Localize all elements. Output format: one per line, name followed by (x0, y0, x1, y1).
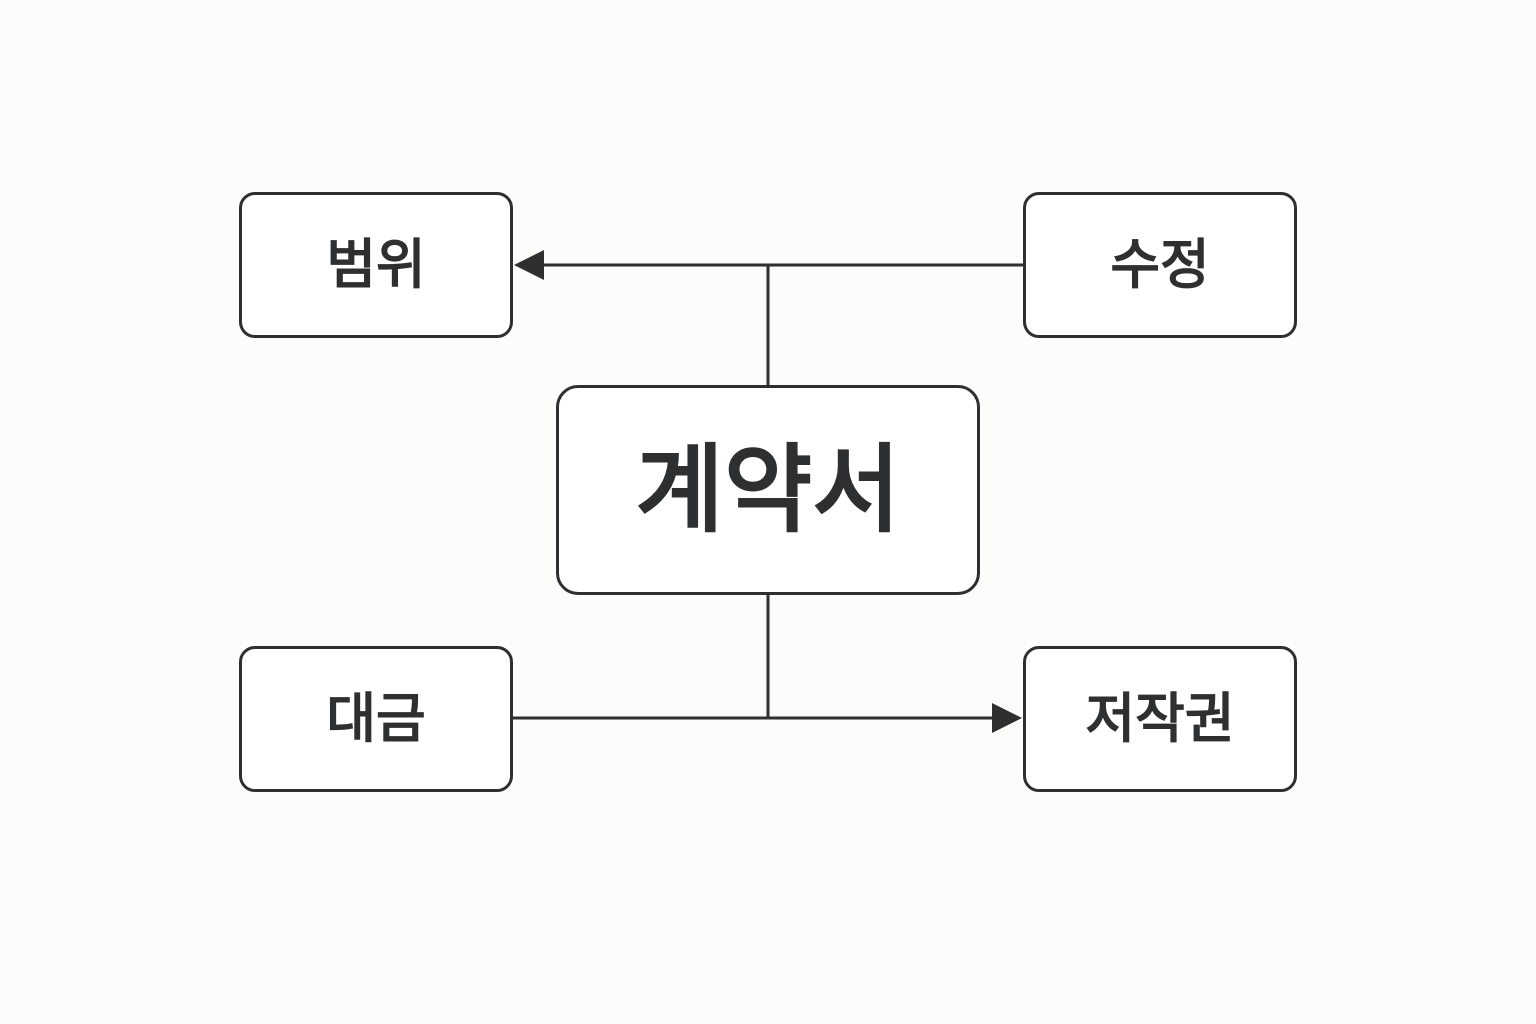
scope-label: 범위 (326, 233, 426, 296)
revision-node: 수정 (1023, 192, 1297, 338)
scope-node: 범위 (239, 192, 513, 338)
payment-label: 대금 (326, 687, 426, 750)
payment-node: 대금 (239, 646, 513, 792)
copyright-node: 저작권 (1023, 646, 1297, 792)
contract-center-node: 계약서 (556, 385, 980, 595)
copyright-label: 저작권 (1085, 687, 1235, 750)
revision-label: 수정 (1110, 233, 1210, 296)
contract-label: 계약서 (635, 434, 901, 546)
